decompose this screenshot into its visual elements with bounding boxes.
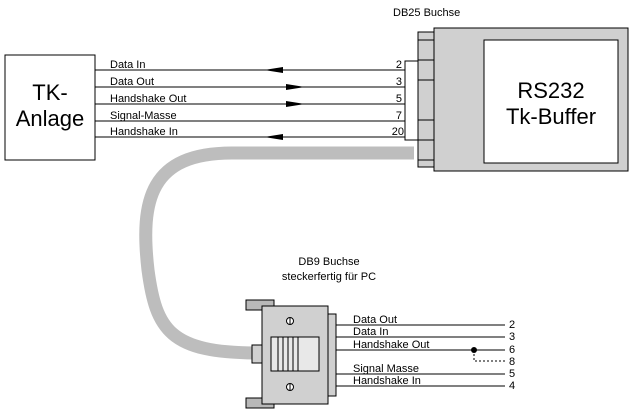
db9-signal-lines [336, 324, 505, 387]
db9-signal-label: Handshake Out [353, 339, 429, 351]
db25-signal-label: Handshake In [110, 126, 178, 138]
db25-signal-lines [95, 67, 405, 140]
db25-pin-number: 20 [392, 126, 404, 138]
arrow-left-icon [264, 67, 283, 73]
db9-pin-number: 6 [509, 344, 515, 356]
db9-connector [245, 299, 337, 409]
db25-signal-label: Handshake Out [110, 93, 186, 105]
arrow-left-icon [264, 134, 283, 140]
db25-pin-number: 5 [396, 93, 402, 105]
db25-signal-label: Data Out [110, 76, 154, 88]
db25-signal-label: Data In [110, 59, 145, 71]
db25-connector [404, 27, 629, 172]
db9-pin-number: 8 [509, 356, 515, 368]
buffer-label-line1: RS232 [517, 78, 584, 103]
db25-signal-label: Signal-Masse [110, 110, 177, 122]
db9-signal-label: Data Out [353, 314, 397, 326]
db9-pin-number: 4 [509, 380, 515, 392]
tk-anlage-box [4, 54, 96, 161]
tk-label-line2: Anlage [16, 106, 85, 131]
tk-label-line1: TK- [32, 80, 67, 105]
db9-signal-label: Signal Masse [353, 363, 419, 375]
db25-title: DB25 Buchse [393, 7, 460, 19]
db25-pin-number: 3 [396, 76, 402, 88]
arrow-right-icon [286, 84, 305, 90]
db25-pin-number: 2 [396, 59, 402, 71]
db9-signal-label: Handshake In [353, 375, 421, 387]
db9-pin-number: 2 [509, 319, 515, 331]
db9-pin-number: 3 [509, 331, 515, 343]
db9-title-line1: DB9 Buchse [298, 256, 359, 268]
db9-pin-number: 5 [509, 368, 515, 380]
cable [139, 146, 414, 360]
buffer-label-line2: Tk-Buffer [506, 104, 596, 129]
db25-pin-number: 7 [396, 110, 402, 122]
db9-signal-label: Data In [353, 326, 388, 338]
arrow-right-icon [286, 101, 305, 107]
db9-title-line2: steckerfertig für PC [282, 271, 376, 283]
